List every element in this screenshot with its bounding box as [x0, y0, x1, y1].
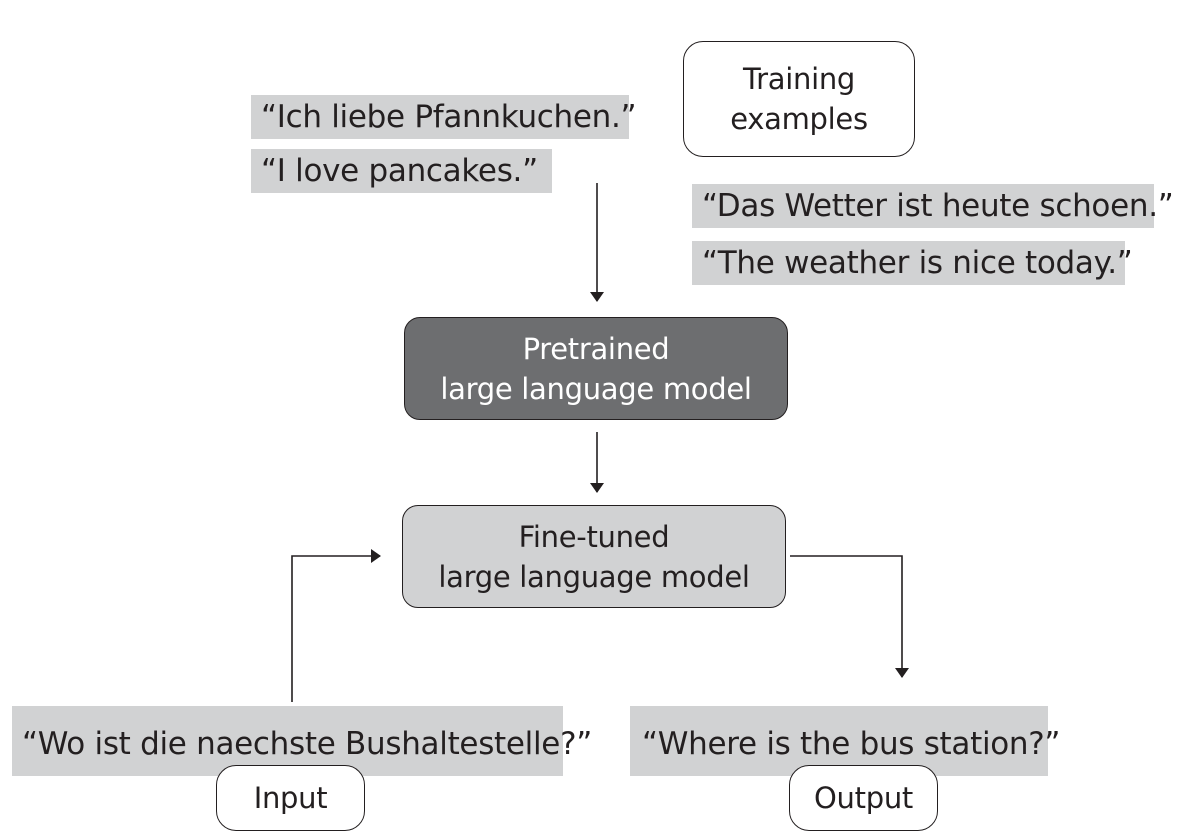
example-1-english: “I love pancakes.” [251, 149, 552, 193]
training-examples-line2: examples [730, 102, 868, 136]
output-text: “Where is the bus station?” [630, 706, 1061, 776]
example-2-german: “Das Wetter ist heute schoen.” [692, 184, 1174, 228]
training-examples-box: Training examples [683, 41, 915, 157]
pretrained-model-box: Pretrained large language model [404, 317, 788, 420]
finetuned-model-line2: large language model [438, 559, 750, 594]
pretrained-model-line2: large language model [440, 371, 752, 406]
input-label-box: Input [216, 765, 365, 831]
pretrained-model-line1: Pretrained [522, 331, 670, 366]
output-label: Output [814, 781, 913, 815]
input-to-finetuned-arrow [291, 549, 381, 702]
training-examples-line1: Training [742, 62, 856, 96]
input-text: “Wo ist die naechste Bushaltestelle?” [12, 706, 592, 776]
finetuned-to-output-arrow [790, 555, 909, 678]
output-label-box: Output [789, 765, 938, 831]
finetuned-model-box: Fine-tuned large language model [402, 505, 786, 608]
example-1-german: “Ich liebe Pfannkuchen.” [251, 95, 637, 139]
input-label: Input [253, 781, 328, 815]
finetuned-model-line1: Fine-tuned [518, 519, 670, 554]
example-2-english: “The weather is nice today.” [692, 241, 1133, 285]
